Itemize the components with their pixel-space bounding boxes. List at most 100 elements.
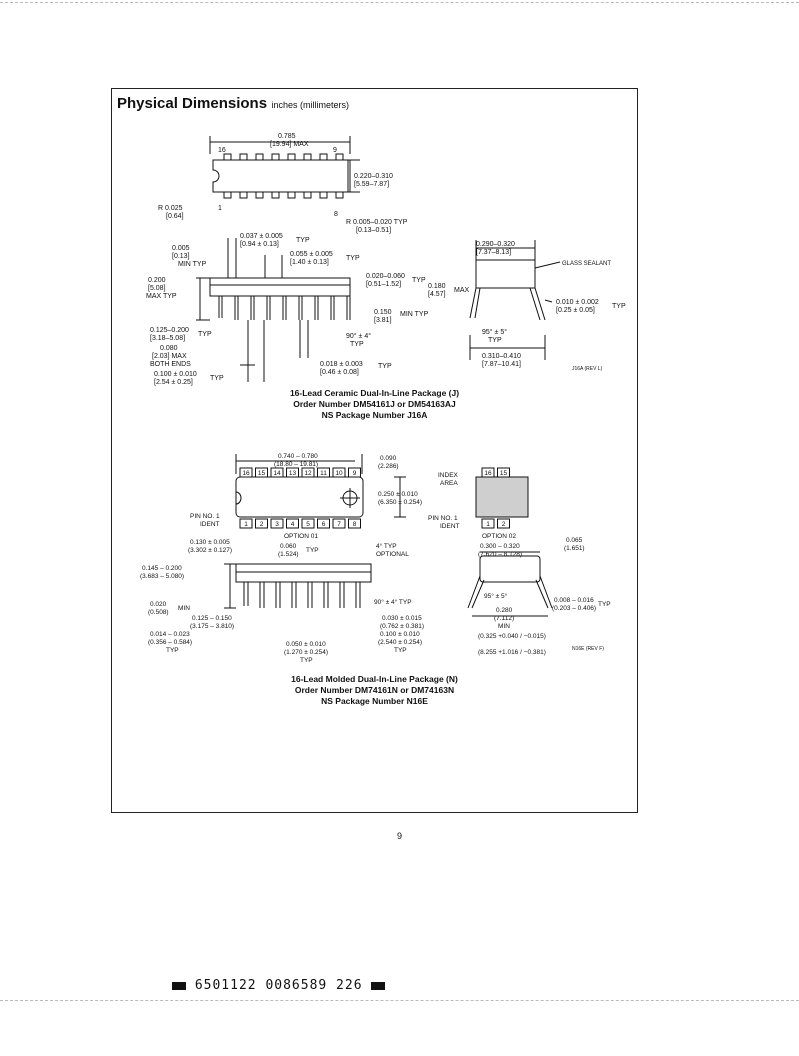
svg-text:3: 3 bbox=[275, 521, 279, 528]
n-length-mm: (18.80 – 19.81) bbox=[274, 461, 318, 468]
j-span: 0.310–0.410 bbox=[482, 353, 521, 360]
n-d020: 0.020 bbox=[150, 601, 167, 608]
n-d060: 0.060 bbox=[280, 543, 297, 550]
n-lw050-typ: TYP bbox=[300, 657, 313, 664]
n-lt-typ: TYP bbox=[598, 601, 611, 608]
j-off: 0.005 bbox=[172, 245, 190, 252]
n-bottom-pin-6: 6 bbox=[317, 518, 330, 529]
j-h150-typ: MIN TYP bbox=[400, 311, 429, 318]
n-side-leads bbox=[243, 582, 361, 608]
j-lead-top-typ: TYP bbox=[296, 237, 310, 244]
j-end080: 0.080 bbox=[160, 345, 178, 352]
svg-text:2: 2 bbox=[502, 521, 506, 528]
j-lw018-mm: [0.46 ± 0.08] bbox=[320, 369, 359, 376]
n-h145: 0.145 – 0.200 bbox=[142, 565, 182, 572]
svg-text:11: 11 bbox=[320, 470, 327, 477]
j-lt010-mm: [0.25 ± 0.05] bbox=[556, 307, 595, 314]
j-lw018: 0.018 ± 0.003 bbox=[320, 361, 363, 368]
n-pitch-mm: (2.540 ± 0.254) bbox=[378, 639, 422, 646]
n-width-mm: (6.350 ± 0.254) bbox=[378, 499, 422, 506]
j-rev: J16A (REV L) bbox=[572, 366, 603, 372]
j-width-mm: [5.59–7.87] bbox=[354, 181, 389, 188]
n-index-2: AREA bbox=[440, 480, 458, 487]
n-ang95: 95° ± 5° bbox=[484, 592, 508, 600]
n-opt2-bottom-pin-1: 1 bbox=[481, 518, 495, 529]
n-d090: 0.090 bbox=[380, 455, 397, 462]
n-width: 0.250 ± 0.010 bbox=[378, 491, 418, 498]
j-h180-mm: [4.57] bbox=[428, 291, 446, 298]
n-option1: OPTION 01 bbox=[284, 533, 318, 540]
title-main: Physical Dimensions bbox=[117, 95, 268, 112]
n-top-pin-16: 16 bbox=[239, 467, 253, 478]
j-end-both: BOTH ENDS bbox=[150, 361, 191, 368]
j-h180-max: MAX bbox=[454, 287, 470, 294]
j-lt010-typ: TYP bbox=[612, 303, 626, 310]
n-bottom-pin-1: 1 bbox=[239, 518, 253, 529]
svg-text:16: 16 bbox=[484, 470, 492, 477]
j-bottom-pins bbox=[223, 191, 344, 199]
j-w055: 0.055 ± 0.005 bbox=[290, 251, 333, 258]
n-bottom-pin-5: 5 bbox=[301, 518, 315, 529]
n-d030-mm: (0.762 ± 0.381) bbox=[380, 623, 424, 630]
ceramic-caption-line1: 16-Lead Ceramic Dual-In-Line Package (J) bbox=[289, 388, 460, 398]
n-lt: 0.008 – 0.016 bbox=[554, 597, 594, 604]
j-off-typ: MIN TYP bbox=[178, 261, 207, 268]
n-ang4-opt: OPTIONAL bbox=[376, 551, 409, 558]
n-ang4: 4° TYP bbox=[376, 542, 397, 550]
j-span-mm: [7.87–10.41] bbox=[482, 361, 521, 368]
svg-text:1: 1 bbox=[486, 521, 490, 528]
svg-text:14: 14 bbox=[273, 470, 281, 477]
n-opt2-top-pin-16: 16 bbox=[481, 467, 495, 478]
n-bottom-pin-3: 3 bbox=[270, 518, 284, 529]
svg-text:16: 16 bbox=[242, 470, 250, 477]
j-lead-len-mm: [3.18–5.08] bbox=[150, 335, 185, 342]
n-top-pin-10: 10 bbox=[332, 467, 346, 478]
svg-text:15: 15 bbox=[258, 470, 266, 477]
footer-code: 6501122 0086589 226 bbox=[172, 978, 386, 993]
page-title: Physical Dimensions inches (millimeters) bbox=[117, 95, 349, 113]
j-lead-top: 0.037 ± 0.005 bbox=[240, 233, 283, 240]
j-lw018-typ: TYP bbox=[378, 363, 392, 370]
n-top-pin-15: 15 bbox=[255, 467, 268, 478]
n-lead-len-mm: (3.175 – 3.810) bbox=[190, 623, 234, 630]
n-d065: 0.065 bbox=[566, 537, 583, 544]
svg-text:10: 10 bbox=[335, 470, 343, 477]
n-lw014-mm: (0.356 – 0.584) bbox=[148, 639, 192, 646]
n-d060-mm: (1.524) bbox=[278, 551, 299, 558]
j-side-leads bbox=[218, 296, 351, 320]
n-opt2-bottom-pin-2: 2 bbox=[497, 518, 510, 529]
n-endw-mm: (7.620 – 8.128) bbox=[478, 551, 522, 558]
svg-text:7: 7 bbox=[337, 521, 341, 528]
j-length-mm: [19.94] MAX bbox=[270, 141, 309, 148]
n-bottom-pin-7: 7 bbox=[332, 518, 346, 529]
j-r-notch-mm: [0.64] bbox=[166, 213, 184, 220]
j-h200: 0.200 bbox=[148, 277, 166, 284]
n-lead-len: 0.125 – 0.150 bbox=[192, 615, 232, 622]
j-lead-len-typ: TYP bbox=[198, 331, 212, 338]
n-d030: 0.030 ± 0.015 bbox=[382, 615, 422, 622]
j-pitch-typ: TYP bbox=[210, 375, 224, 382]
molded-caption-line2: Order Number DM74161N or DM74163N bbox=[294, 685, 455, 695]
n-top-pin-11: 11 bbox=[317, 467, 330, 478]
j-angle-typ: TYP bbox=[350, 341, 364, 348]
svg-text:12: 12 bbox=[304, 470, 312, 477]
n-d020-min: MIN bbox=[178, 605, 190, 612]
n-rev: N16E (REV F) bbox=[572, 646, 604, 652]
footer-block-right bbox=[371, 981, 386, 990]
j-off-mm: [0.13] bbox=[172, 253, 190, 260]
svg-text:5: 5 bbox=[306, 521, 310, 528]
n-pin1-1: PIN NO. 1 bbox=[190, 513, 220, 520]
n-d280-min: MIN bbox=[498, 623, 510, 630]
n-h130: 0.130 ± 0.005 bbox=[190, 539, 230, 546]
j-pin9: 9 bbox=[333, 147, 337, 154]
j-pin1: 1 bbox=[218, 205, 222, 212]
molded-caption: 16-Lead Molded Dual-In-Line Package (N) … bbox=[111, 674, 638, 707]
svg-text:8: 8 bbox=[353, 521, 357, 528]
n-span-in: (0.325 +0.040 / −0.015) bbox=[478, 633, 546, 640]
n-lw014-typ: TYP bbox=[166, 647, 179, 654]
j-pin16: 16 bbox=[218, 147, 226, 154]
j-h200-typ: MAX TYP bbox=[146, 293, 177, 300]
n-h130-mm: (3.302 ± 0.127) bbox=[188, 547, 232, 554]
footer-block-left bbox=[172, 981, 186, 990]
n-d280-mm: (7.112) bbox=[494, 615, 514, 622]
